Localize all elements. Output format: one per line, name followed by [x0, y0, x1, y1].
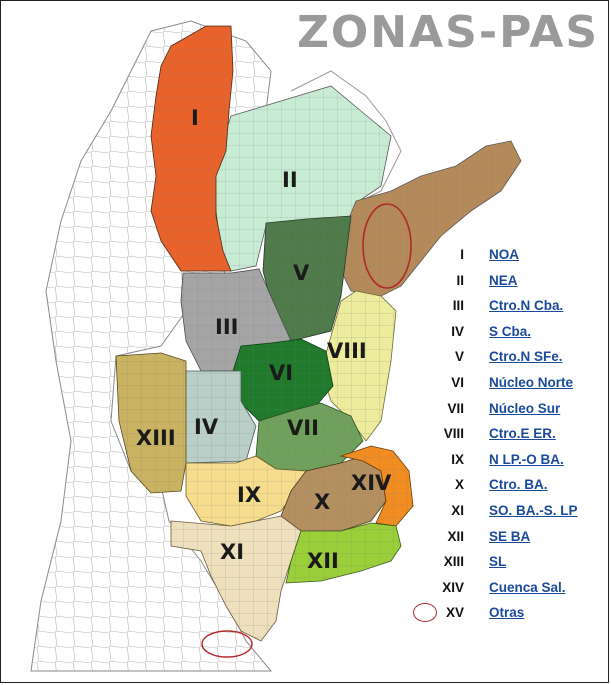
zone-label-xiii: XIII: [136, 426, 176, 450]
legend-item: IX N LP.-O BA.: [416, 447, 608, 473]
legend-item: II NEA: [416, 268, 608, 294]
legend-zone-number: XIII: [443, 554, 464, 570]
legend-zone-number: XIV: [442, 579, 464, 595]
legend-item: XIV Cuenca Sal.: [416, 575, 608, 601]
zone-labels: I II III IV V VI VII VIII IX X XI XII XI…: [136, 106, 392, 573]
legend-zone-number: VI: [451, 374, 464, 390]
legend-item: XII SE BA: [416, 524, 608, 550]
zone-label-xi: XI: [220, 540, 244, 564]
legend-zone-number: I: [460, 247, 464, 262]
legend-zone-link[interactable]: Ctro.E ER.: [489, 426, 556, 442]
legend-zone-link[interactable]: Cuenca Sal.: [489, 579, 566, 595]
legend-zone-link[interactable]: S Cba.: [489, 323, 532, 339]
zone-label-v: V: [293, 261, 310, 285]
zone-label-xii: XII: [307, 549, 339, 573]
legend-item: VIII Ctro.E ER.: [416, 421, 608, 447]
legend-zone-link[interactable]: Núcleo Norte: [489, 374, 574, 390]
legend-item: XIII SL: [416, 549, 608, 575]
legend-zone-link[interactable]: SE BA: [489, 528, 531, 544]
legend-zone-link[interactable]: NOA: [489, 247, 519, 262]
legend-zone-number: VIII: [443, 426, 464, 442]
legend-zone-link[interactable]: Ctro.N Cba.: [489, 298, 564, 314]
otras-circle-icon: [413, 603, 437, 623]
legend-item: VI Núcleo Norte: [416, 370, 608, 396]
zone-label-ix: IX: [237, 483, 261, 507]
legend-item: I NOA: [416, 242, 608, 268]
legend-zone-number: IX: [451, 451, 464, 467]
zone-label-x: X: [314, 490, 330, 514]
zones-legend: I NOA II NEA III Ctro.N Cba. IV S Cba. V Ctro.N S…: [413, 242, 608, 626]
legend-zone-link[interactable]: SL: [489, 554, 507, 570]
legend-zone-number: X: [454, 477, 464, 493]
legend-item: XI SO. BA.-S. LP: [416, 498, 608, 524]
cuenca-circle-ne: [362, 203, 412, 289]
zone-label-iii: III: [215, 315, 238, 339]
legend-zone-number: V: [454, 349, 464, 365]
zone-label-iv: IV: [194, 415, 219, 439]
legend-zone-number: XV: [445, 605, 464, 621]
legend-zone-number: XII: [447, 528, 464, 544]
zone-label-xiv: XIV: [351, 471, 392, 495]
legend-zone-number: XI: [451, 502, 464, 518]
legend-zone-link[interactable]: SO. BA.-S. LP: [489, 502, 578, 518]
zone-label-vii: VII: [287, 416, 319, 440]
legend-zone-link[interactable]: Núcleo Sur: [489, 400, 561, 416]
legend-zone-link[interactable]: N LP.-O BA.: [489, 451, 564, 467]
legend-item: X Ctro. BA.: [416, 472, 608, 498]
legend-item: V Ctro.N SFe.: [416, 344, 608, 370]
zone-label-ii: II: [282, 168, 298, 192]
legend-zone-link[interactable]: Ctro.N SFe.: [489, 349, 563, 365]
legend-zone-link[interactable]: Otras: [489, 605, 525, 621]
map-title: ZONAS-PAS: [297, 7, 600, 58]
legend-zone-number: IV: [451, 323, 464, 339]
legend-zone-number: VII: [447, 400, 464, 416]
zone-label-viii: VIII: [327, 339, 367, 363]
otras-circle-south: [201, 630, 253, 658]
legend-zone-number: III: [452, 298, 464, 314]
legend-item: III Ctro.N Cba.: [416, 293, 608, 319]
legend-zone-link[interactable]: NEA: [489, 272, 518, 288]
legend-zone-number: II: [456, 272, 464, 288]
legend-zone-link[interactable]: Ctro. BA.: [489, 477, 548, 493]
legend-item: XV Otras: [413, 600, 608, 626]
legend-item: IV S Cba.: [416, 319, 608, 345]
zone-label-i: I: [191, 106, 199, 130]
legend-item: VII Núcleo Sur: [416, 396, 608, 422]
zone-label-vi: VI: [269, 361, 293, 385]
